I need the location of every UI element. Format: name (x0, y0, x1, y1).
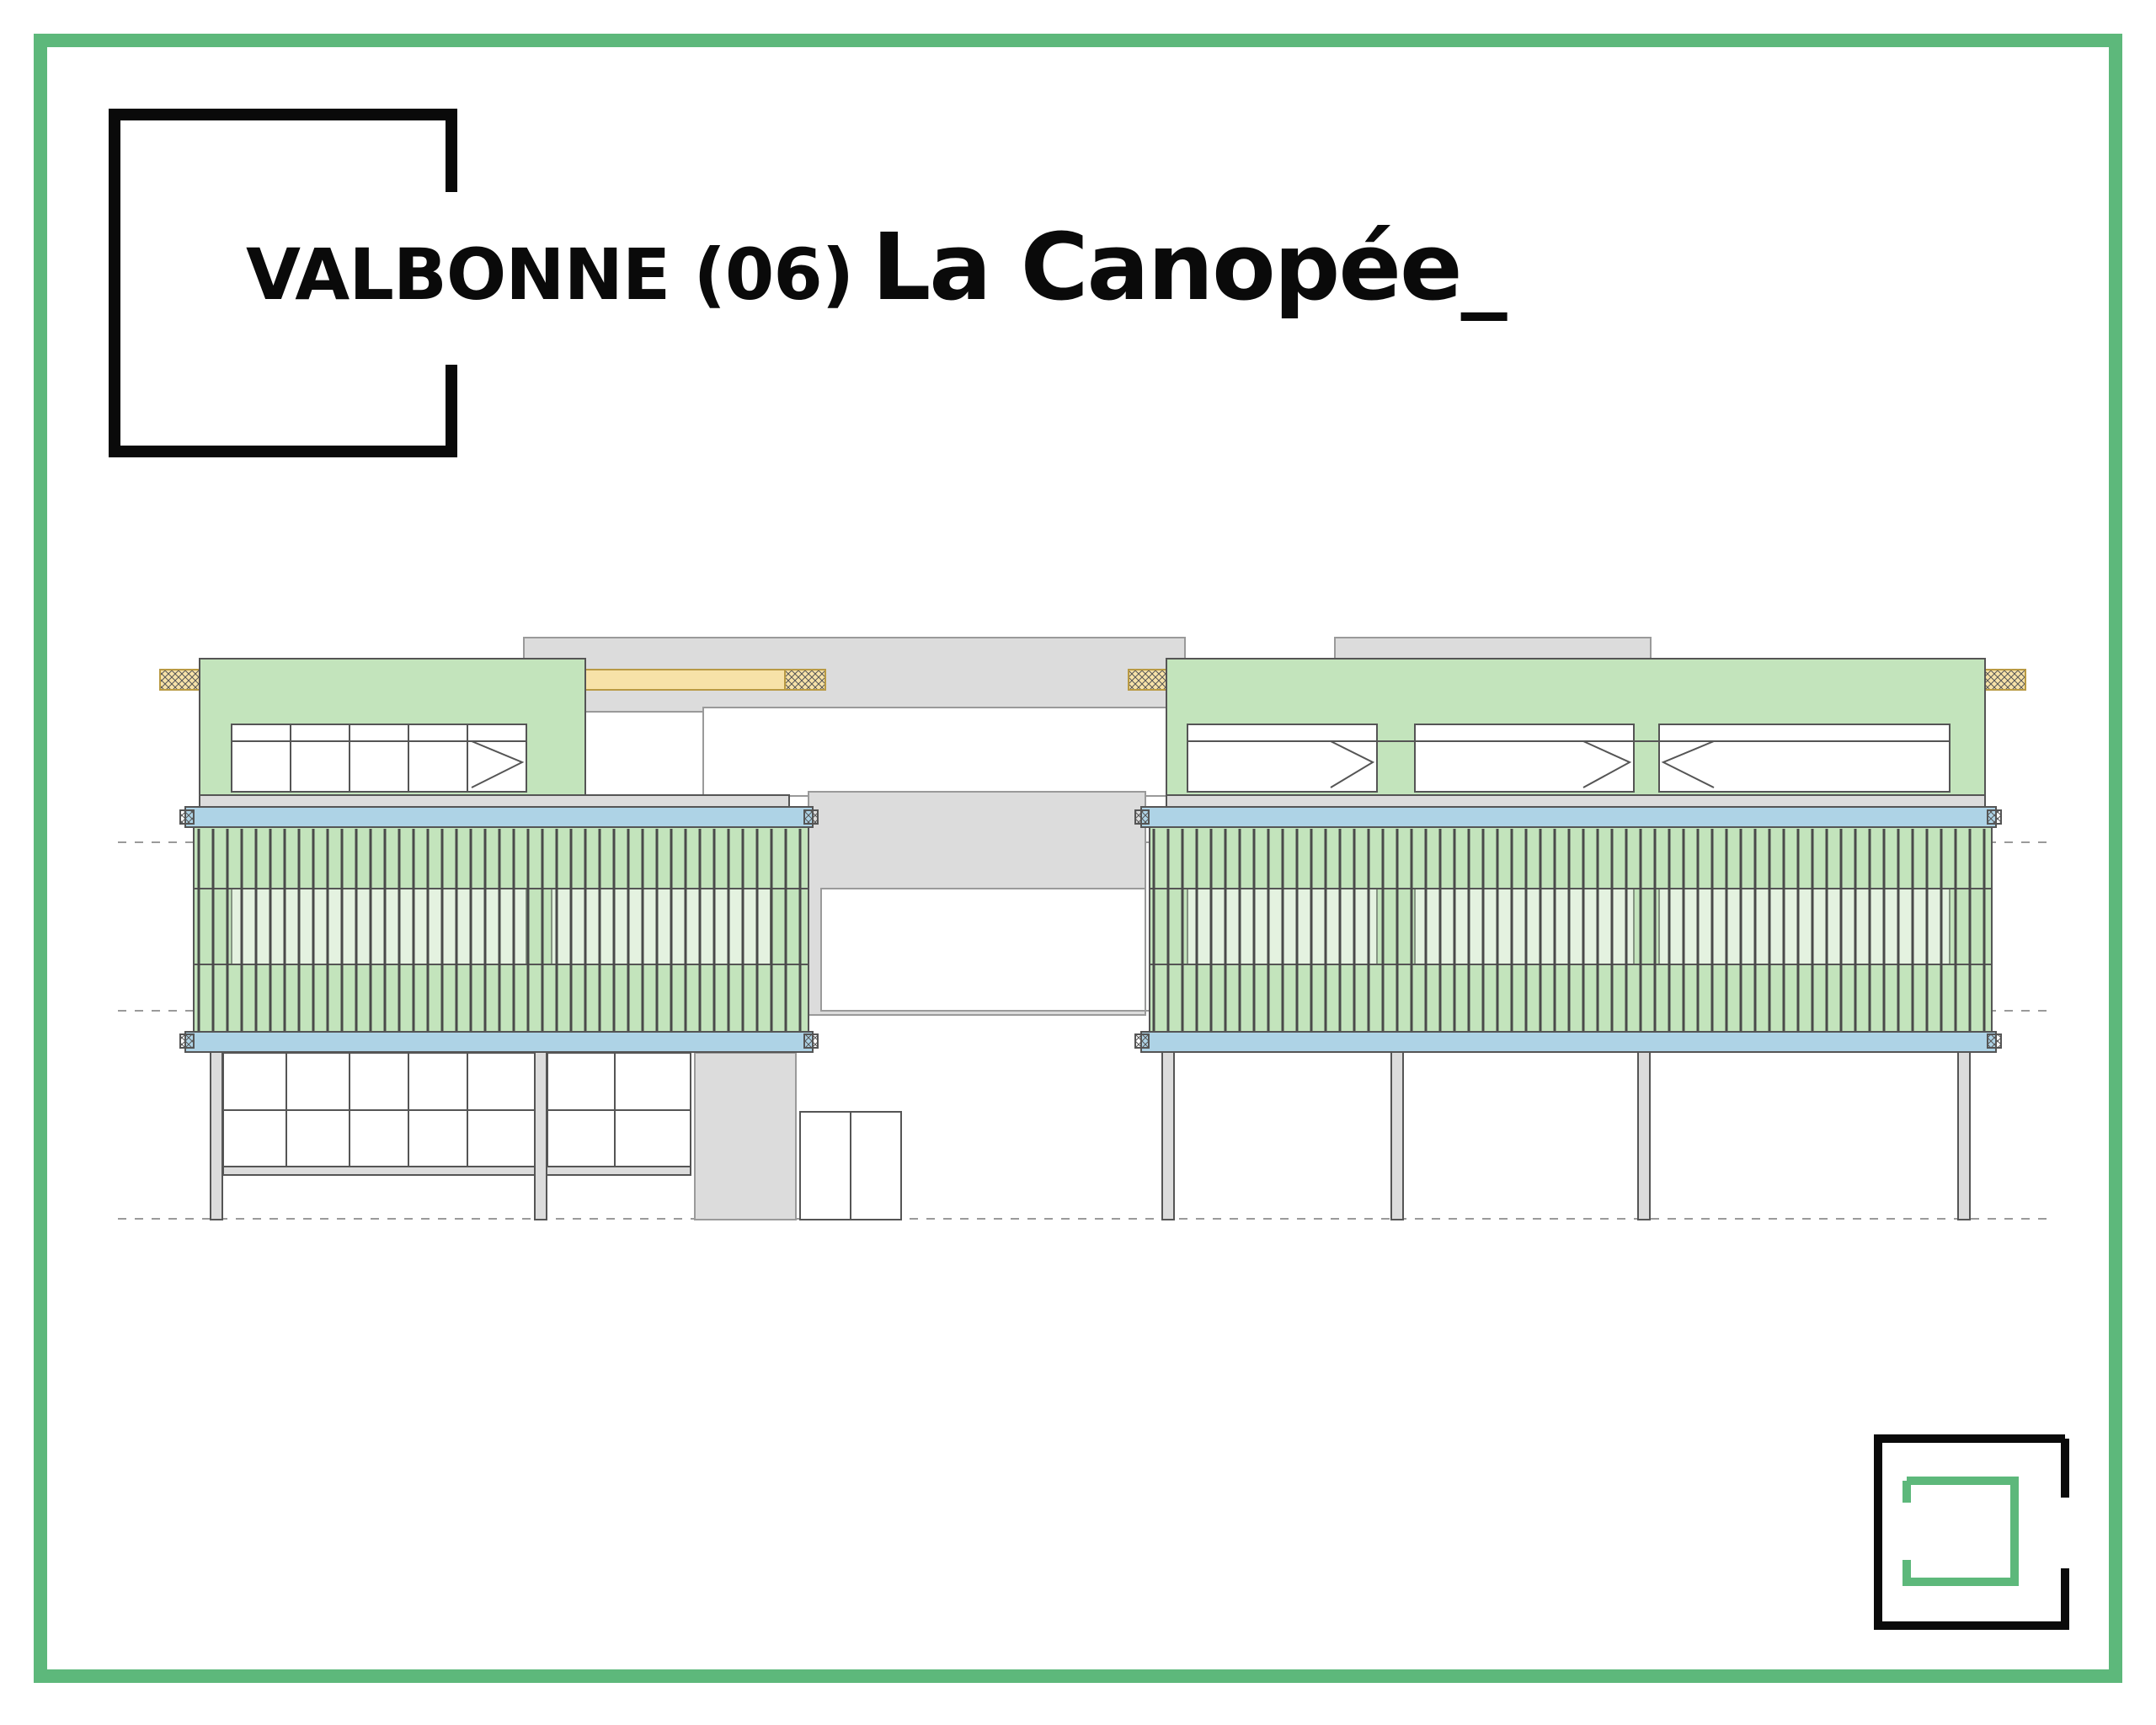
title-bracket-icon (109, 109, 457, 457)
left-wing (179, 658, 819, 1220)
title-project: La Canopée_ (872, 213, 1507, 321)
title-location: VALBONNE (06) (246, 233, 854, 316)
right-wing (1134, 658, 2002, 1220)
central-core (523, 637, 1652, 1220)
page-border (34, 34, 2122, 1683)
facade-fins (197, 829, 1986, 1031)
nested-square-logo-icon (1874, 1434, 2069, 1630)
page-title: VALBONNE (06)La Canopée_ (246, 221, 1508, 316)
